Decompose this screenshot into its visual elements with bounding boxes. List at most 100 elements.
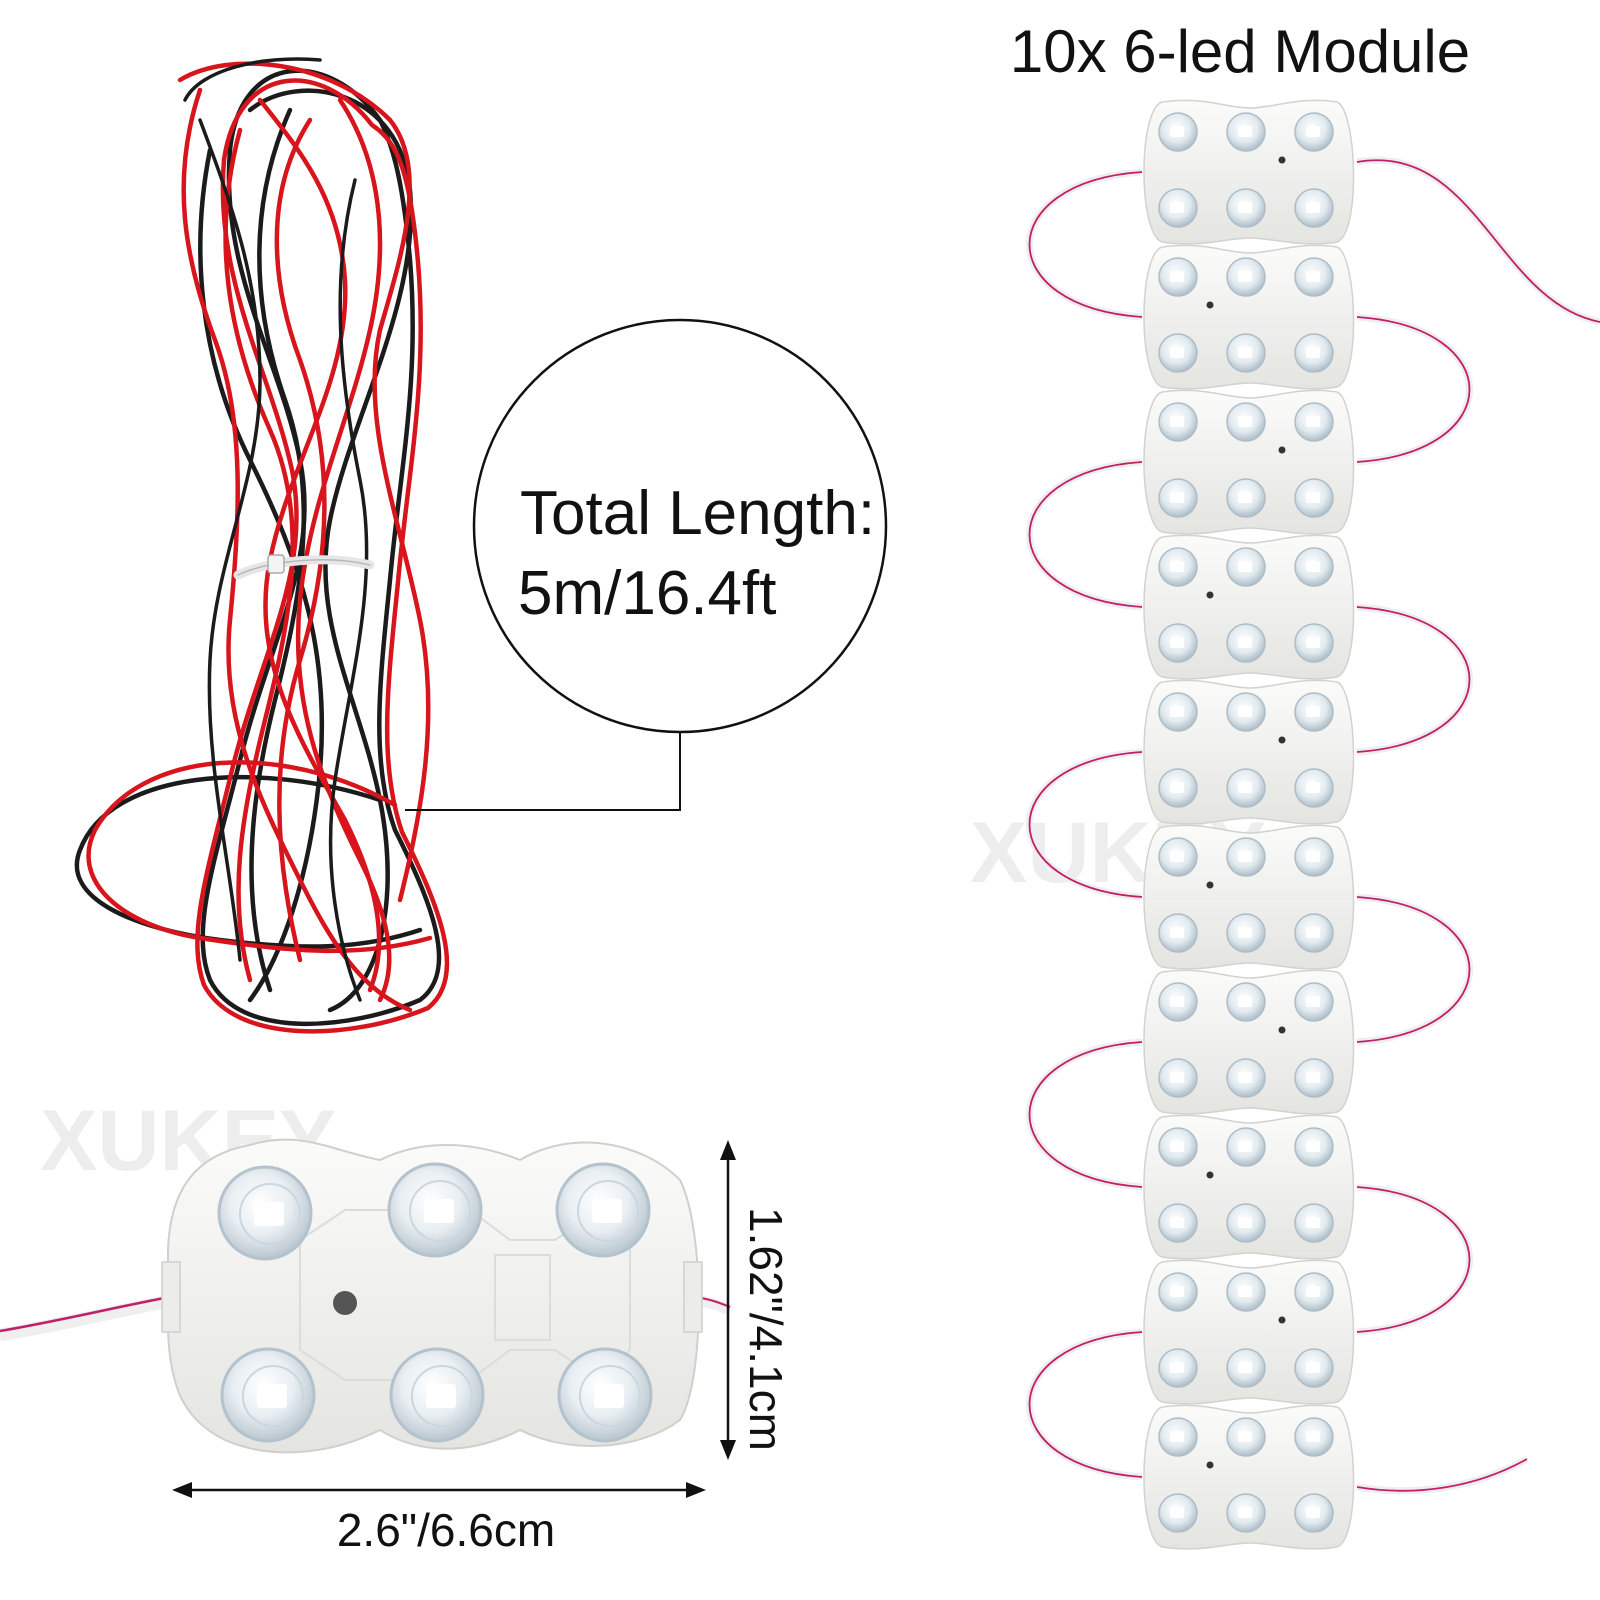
- callout-length-label: Total Length:: [520, 479, 875, 548]
- led-lens: [1294, 837, 1334, 877]
- mounting-hole: [1278, 1316, 1286, 1324]
- height-dimension: [720, 1140, 736, 1460]
- mounting-hole: [1278, 736, 1286, 744]
- module-lead-wires: [1026, 156, 1600, 1495]
- callout-leader-line: [405, 732, 681, 811]
- led-lens: [1158, 1272, 1198, 1312]
- height-dimension-label: 1.62"/4.1cm: [740, 1207, 792, 1451]
- lead-wire: [0, 1293, 177, 1342]
- led-lens: [1294, 692, 1334, 732]
- led-lens: [1226, 913, 1266, 953]
- led-lens: [389, 1347, 485, 1443]
- cable-bundle: [74, 57, 450, 1034]
- led-lens: [1226, 1348, 1266, 1388]
- led-lens: [1158, 188, 1198, 228]
- mounting-hole: [1278, 446, 1286, 454]
- led-lens: [1294, 1203, 1334, 1243]
- led-lens: [1158, 112, 1198, 152]
- led-lens: [1226, 623, 1266, 663]
- led-lens: [1158, 1203, 1198, 1243]
- led-module: [1143, 99, 1355, 245]
- led-lens: [217, 1165, 313, 1261]
- led-lens: [1158, 1058, 1198, 1098]
- led-lens: [1294, 1272, 1334, 1312]
- led-group: [217, 1162, 653, 1443]
- mounting-hole: [1206, 1171, 1214, 1179]
- led-lens: [387, 1162, 483, 1258]
- led-lens: [1226, 768, 1266, 808]
- led-lens: [1294, 1417, 1334, 1457]
- led-lens: [1226, 547, 1266, 587]
- led-lens: [1158, 478, 1198, 518]
- led-module: [1143, 1259, 1355, 1405]
- led-module: [1143, 1114, 1355, 1260]
- led-lens: [220, 1347, 316, 1443]
- led-lens: [1294, 478, 1334, 518]
- led-lens: [555, 1162, 651, 1258]
- module-title: 10x 6-led Module: [1010, 18, 1470, 85]
- led-lens: [1294, 623, 1334, 663]
- led-lens: [1158, 623, 1198, 663]
- led-lens: [1294, 982, 1334, 1022]
- led-lens: [557, 1347, 653, 1443]
- led-lens: [1294, 112, 1334, 152]
- mounting-hole: [1206, 1461, 1214, 1469]
- led-lens: [1158, 1493, 1198, 1533]
- led-module: [1143, 244, 1355, 390]
- led-lens: [1226, 1493, 1266, 1533]
- led-lens: [1226, 1272, 1266, 1312]
- width-dimension-label: 2.6"/6.6cm: [337, 1504, 555, 1556]
- led-lens: [1294, 913, 1334, 953]
- led-lens: [1226, 1417, 1266, 1457]
- led-lens: [1158, 837, 1198, 877]
- led-lens: [1158, 257, 1198, 297]
- led-lens: [1226, 1127, 1266, 1167]
- led-lens: [1226, 257, 1266, 297]
- led-lens: [1158, 692, 1198, 732]
- led-lens: [1294, 402, 1334, 442]
- mounting-hole: [333, 1291, 357, 1315]
- led-lens: [1158, 402, 1198, 442]
- led-lens: [1294, 1348, 1334, 1388]
- led-lens: [1158, 1348, 1198, 1388]
- length-callout: Total Length: 5m/16.4ft: [405, 318, 888, 811]
- led-lens: [1294, 547, 1334, 587]
- led-lens: [1294, 1058, 1334, 1098]
- led-lens: [1226, 402, 1266, 442]
- width-dimension: [172, 1482, 706, 1498]
- led-lens: [1226, 837, 1266, 877]
- led-lens: [1226, 333, 1266, 373]
- led-lens: [1158, 768, 1198, 808]
- module-end-tab: [161, 1261, 181, 1333]
- callout-length-value: 5m/16.4ft: [518, 559, 776, 628]
- led-lens: [1226, 982, 1266, 1022]
- led-lens: [1158, 982, 1198, 1022]
- led-lens: [1294, 1493, 1334, 1533]
- mounting-hole: [1206, 301, 1214, 309]
- led-lens: [1158, 333, 1198, 373]
- led-module: [1143, 824, 1355, 970]
- led-lens: [1226, 1058, 1266, 1098]
- led-lens: [1226, 188, 1266, 228]
- led-lens: [1294, 257, 1334, 297]
- mounting-hole: [1278, 156, 1286, 164]
- led-lens: [1294, 1127, 1334, 1167]
- cable-tie: [233, 554, 375, 580]
- led-lens: [1158, 913, 1198, 953]
- led-lens: [1294, 188, 1334, 228]
- mounting-hole: [1206, 591, 1214, 599]
- mounting-hole: [1206, 881, 1214, 889]
- led-lens: [1158, 1127, 1198, 1167]
- led-module: [1143, 969, 1355, 1115]
- led-lens: [1226, 112, 1266, 152]
- led-lens: [1158, 547, 1198, 587]
- led-lens: [1294, 333, 1334, 373]
- led-module: [1143, 1404, 1355, 1550]
- module-strip: [1026, 99, 1600, 1550]
- led-module: [1143, 389, 1355, 535]
- led-module: [1143, 679, 1355, 825]
- mounting-hole: [1278, 1026, 1286, 1034]
- led-lens: [1226, 692, 1266, 732]
